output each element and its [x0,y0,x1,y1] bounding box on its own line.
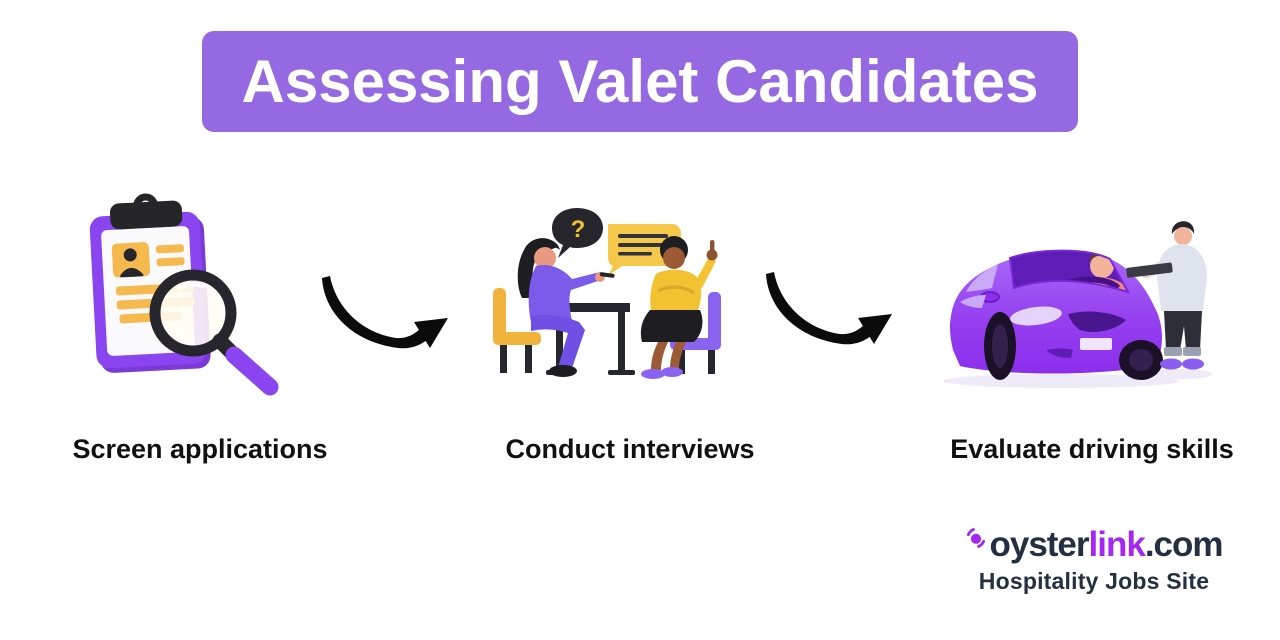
driving-test-illustration [926,198,1221,403]
curved-arrow-icon [314,272,454,377]
oysterlink-pearl-icon [965,527,987,554]
brand-wordmark: oysterlink.com [965,525,1224,565]
page-title: Assessing Valet Candidates [241,48,1039,115]
question-mark: ? [571,216,586,243]
brand-name: oysterlink.com [989,525,1224,565]
brand-name-oyster: oyster [989,525,1089,564]
clipboard-magnifier-illustration [68,184,303,404]
brand-name-link: link [1088,525,1146,564]
brand-logo: oysterlink.com Hospitality Jobs Site [948,525,1240,595]
driving-test-icon [943,221,1212,388]
interview-illustration: ? [480,200,740,395]
brand-tagline: Hospitality Jobs Site [978,567,1210,594]
step-label-evaluate-driving-skills: Evaluate driving skills [950,434,1234,464]
step-label-conduct-interviews: Conduct interviews [505,434,755,464]
step-label-screen-applications: Screen applications [72,434,328,464]
interview-icon: ? [493,208,721,379]
clipboard-magnifier-icon [89,193,279,396]
curved-arrow-icon [758,268,898,373]
title-banner: Assessing Valet Candidates [202,31,1078,132]
evaluator-figure [1126,221,1207,370]
brand-name-domain: .com [1144,525,1224,564]
